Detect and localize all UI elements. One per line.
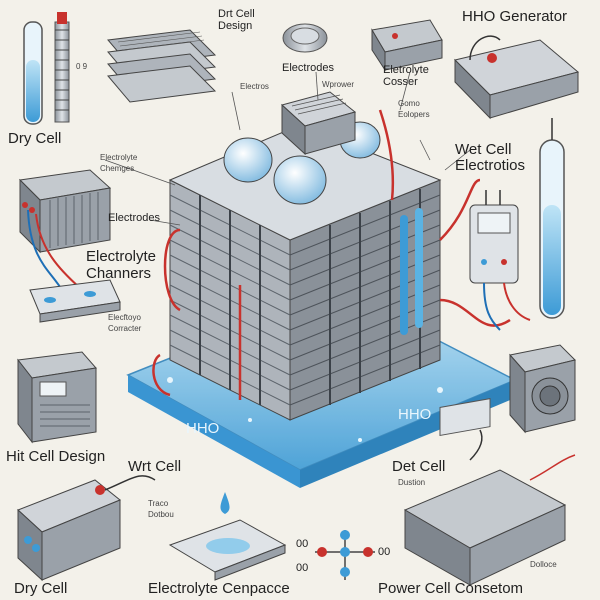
leader-lines (104, 71, 471, 226)
label-dolloce: Dolloce (530, 560, 557, 569)
power-cell-bottom-right (403, 398, 576, 586)
label-trace-dotbou: Traco Dotbou (148, 499, 174, 519)
label-power-cell-consetom: Power Cell Consetom (378, 580, 524, 597)
label-electrolyte-connecter: Elecftoyo Corracter (108, 313, 142, 333)
speaker-unit-right (509, 344, 576, 434)
label-electros: Electros (240, 82, 269, 91)
domes (223, 121, 381, 205)
label-oo-left-1: 00 (296, 538, 309, 550)
label-hho-generator: HHO Generator (462, 8, 568, 25)
label-hit-cell-design: Hit Cell Design (6, 448, 106, 465)
label-dry-cell-top: Dry Cell (8, 130, 62, 147)
label-electrodes-left: Electrodes (108, 212, 160, 224)
label-wet-cell-electrotios: Wet Cell Electrotios (455, 141, 526, 174)
electrode-disc-top (282, 23, 328, 53)
label-det-cell: Det Cell (392, 458, 446, 475)
fan-box-top (280, 91, 357, 156)
wires-left (27, 209, 81, 291)
label-oo-right: 00 (378, 546, 391, 558)
test-tube-right (539, 118, 565, 319)
small-module-top (371, 19, 443, 72)
label-wrt-cell: Wrt Cell (128, 458, 182, 475)
label-electrodes-top: Electrodes (282, 62, 334, 74)
label-electrolyte-chemges: Electrolyte Chemges (100, 153, 138, 173)
label-drt-cell-design: Drt Cell Design (218, 8, 255, 32)
central-cell-stack (168, 124, 442, 421)
label-electrolyte-cenpacce: Electrolyte Cenpacce (148, 580, 290, 597)
base-plate-left (29, 279, 121, 323)
coil-electrode-top-left (54, 12, 70, 123)
plate-droplet-bottom (168, 492, 287, 581)
molecule-bottom (315, 530, 375, 580)
gauge-text: 0 9 (76, 62, 88, 71)
meter-device-right (469, 190, 531, 331)
control-box-left (18, 169, 112, 254)
hho-generator-unit (454, 35, 580, 120)
label-dustion: Dustion (398, 478, 426, 487)
box-bottom-left (17, 351, 97, 444)
label-dry-cell-bottom: Dry Cell (14, 580, 68, 597)
cylinder-device-bottom-left (17, 475, 156, 582)
plate-stack-top (107, 29, 217, 103)
label-oo-left-2: 00 (296, 562, 309, 574)
label-hho-left: HHO (186, 420, 220, 437)
test-tube-top-left (23, 21, 43, 125)
label-wprower: Wprower (322, 80, 355, 89)
label-gomo-eolopers: Gomo Eolopers (398, 99, 430, 119)
label-electrolyte-channers: Electrolyte Channers (86, 248, 157, 282)
label-electrolyte-cosser: Eletrolyte Cosser (383, 64, 429, 88)
label-hho-right: HHO (398, 406, 432, 423)
red-wires-stack (152, 109, 511, 400)
